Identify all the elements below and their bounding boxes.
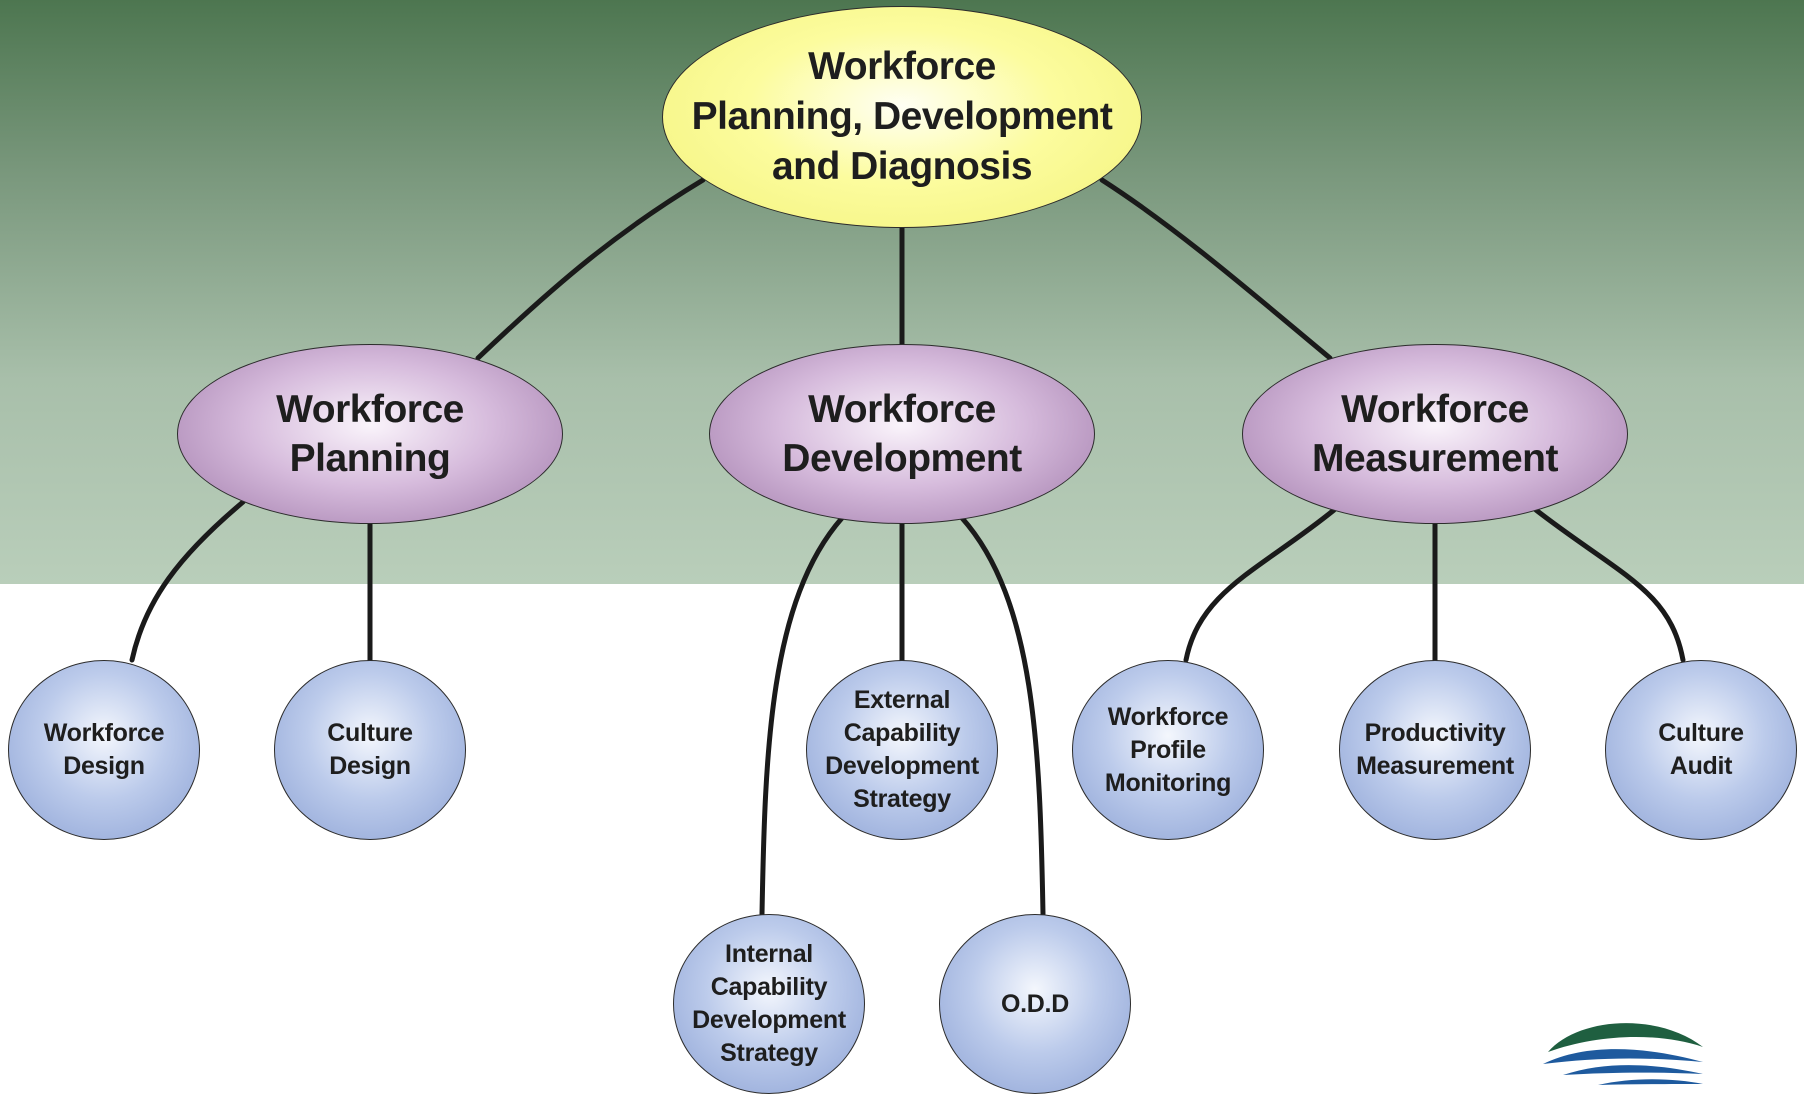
leaf-odd: O.D.D xyxy=(939,914,1131,1094)
connector-measurement-culture-audit xyxy=(1533,507,1686,663)
leaf-label: Productivity Measurement xyxy=(1356,719,1514,780)
connector-development-odd xyxy=(959,515,1046,917)
root-label: Workforce Planning, Development and Diag… xyxy=(691,45,1113,188)
root-node: Workforce Planning, Development and Diag… xyxy=(662,6,1142,228)
leaf-workforce-profile-monitoring: Workforce Profile Monitoring xyxy=(1072,660,1264,840)
leaf-label: Internal Capability Development Strategy xyxy=(692,940,846,1067)
leaf-culture-design: Culture Design xyxy=(274,660,466,840)
leaf-label: Culture Audit xyxy=(1658,719,1744,780)
category-label: Workforce Development xyxy=(782,388,1022,480)
leaf-productivity-measurement: Productivity Measurement xyxy=(1339,660,1531,840)
leaf-internal-capability-strategy: Internal Capability Development Strategy xyxy=(673,914,865,1094)
leaf-external-capability-strategy: External Capability Development Strategy xyxy=(806,660,998,840)
connector-development-internal xyxy=(759,515,845,917)
category-label: Workforce Planning xyxy=(276,388,464,480)
leaf-label: O.D.D xyxy=(1001,989,1069,1018)
leaf-workforce-design: Workforce Design xyxy=(8,660,200,840)
category-label: Workforce Measurement xyxy=(1312,388,1558,480)
leaf-culture-audit: Culture Audit xyxy=(1605,660,1797,840)
connector-root-planning xyxy=(475,177,706,361)
leaf-label: Workforce Profile Monitoring xyxy=(1104,702,1232,797)
connector-measurement-profile xyxy=(1183,507,1337,663)
wave-logo-icon xyxy=(1543,1023,1703,1085)
leaf-label: Workforce Design xyxy=(43,719,165,780)
category-workforce-measurement: Workforce Measurement xyxy=(1242,344,1628,524)
category-workforce-development: Workforce Development xyxy=(709,344,1095,524)
leaf-label: Culture Design xyxy=(327,719,413,780)
connector-root-measurement xyxy=(1099,177,1333,361)
connector-planning-workforce-design xyxy=(129,499,246,663)
leaf-label: External Capability Development Strategy xyxy=(825,686,979,813)
category-workforce-planning: Workforce Planning xyxy=(177,344,563,524)
